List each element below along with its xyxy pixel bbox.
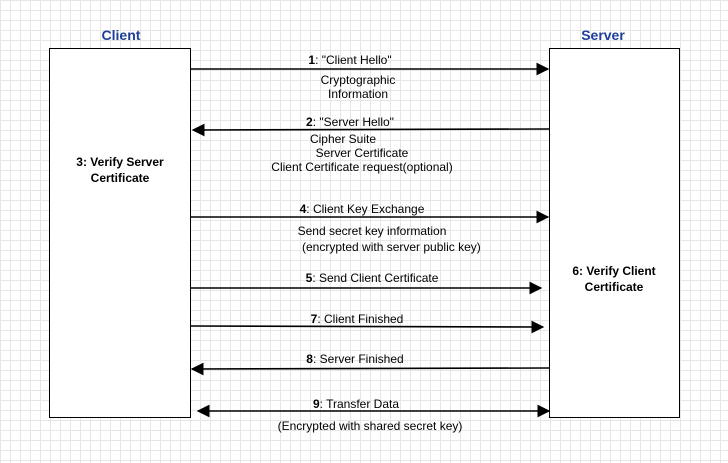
message-2-detail-3: Client Certificate request(optional): [271, 160, 453, 174]
message-2-number: 2: [306, 115, 313, 129]
message-8-label: 8: Server Finished: [255, 352, 455, 366]
message-5-label: 5: Send Client Certificate: [272, 271, 472, 285]
message-9-number: 9: [312, 397, 320, 411]
message-1-label: 1: "Client Hello": [250, 53, 450, 67]
message-7-label: 7: Client Finished: [257, 312, 457, 326]
client-verify-line-2: Certificate: [90, 171, 150, 185]
message-5-text: : Send Client Certificate: [312, 271, 439, 285]
message-1-text: : "Client Hello": [315, 53, 392, 67]
message-2-detail-1: Cipher Suite: [309, 132, 377, 146]
message-4-label: 4: Client Key Exchange: [262, 202, 462, 216]
message-9-label: 9: Transfer Data: [256, 397, 456, 411]
message-4-text: : Client Key Exchange: [306, 202, 425, 216]
message-1-details: Cryptographic Information: [258, 73, 458, 101]
message-7-number: 7: [310, 312, 318, 326]
message-2-detail-2: Server Certificate: [315, 146, 409, 160]
message-7-text: : Client Finished: [317, 312, 404, 326]
server-verify-line-1: 6: Verify Client: [572, 264, 656, 278]
message-5-number: 5: [305, 271, 313, 285]
message-2-label: 2: "Server Hello": [250, 115, 450, 129]
server-box: [549, 48, 680, 418]
client-lane-title: Client: [101, 27, 141, 43]
client-box: [49, 48, 191, 418]
arrow-7-client-finished: [190, 320, 545, 334]
message-8-text: : Server Finished: [312, 352, 404, 366]
message-2-details: Cipher Suite Server Certificate Client C…: [262, 132, 462, 174]
client-verify-line-1: 3: Verify Server: [76, 155, 164, 169]
message-1-number: 1: [308, 53, 316, 67]
server-verify-label: 6: Verify Client Certificate: [544, 263, 684, 295]
message-4-details: Send secret key information (encrypted w…: [262, 223, 481, 255]
message-4-detail-1: Send secret key information: [297, 224, 447, 238]
message-4-number: 4: [299, 202, 307, 216]
message-9-details: (Encrypted with shared secret key): [270, 419, 470, 433]
server-verify-line-2: Certificate: [584, 280, 644, 294]
message-8-number: 8: [306, 352, 313, 366]
message-2-text: : "Server Hello": [312, 115, 394, 129]
message-1-detail-2: Information: [327, 87, 389, 101]
server-lane-title: Server: [581, 27, 625, 43]
arrow-8-server-finished: [190, 362, 550, 376]
message-4-detail-2: (encrypted with server public key): [302, 240, 481, 254]
message-1-detail-1: Cryptographic: [320, 73, 396, 87]
arrow-2-server-hello: [191, 123, 550, 137]
client-verify-label: 3: Verify Server Certificate: [50, 154, 190, 186]
message-9-detail-1: (Encrypted with shared secret key): [277, 419, 463, 433]
message-9-text: : Transfer Data: [319, 397, 400, 411]
